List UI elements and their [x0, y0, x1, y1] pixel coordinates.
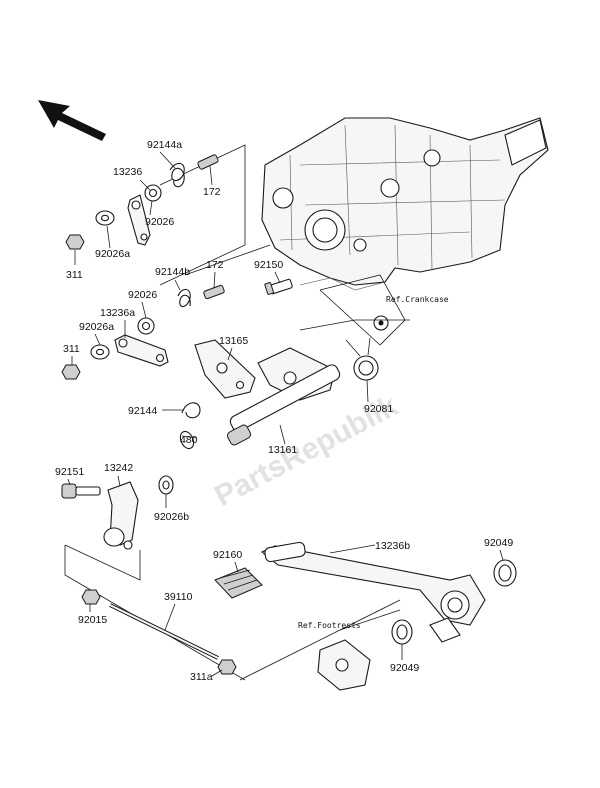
label-92026-top: 92026	[145, 216, 174, 228]
middle-assembly-line	[184, 244, 271, 276]
crankcase-reference	[261, 117, 549, 291]
crankcase-bolt-icon	[373, 315, 389, 331]
label-92081: 92081	[364, 403, 393, 415]
bolt-92150-icon	[264, 278, 293, 295]
washer-92026a-top-icon	[95, 210, 115, 226]
label-92026a-top: 92026a	[95, 248, 130, 260]
label-311-top: 311	[66, 269, 83, 281]
label-92049-top: 92049	[484, 537, 513, 549]
tie-rod-frame	[64, 544, 246, 681]
spring-92144a-icon	[169, 162, 185, 188]
seal-92049-top-icon	[493, 559, 517, 587]
label-92150: 92150	[254, 259, 283, 271]
spring-92144b-icon	[177, 288, 191, 308]
bolt-92151-icon	[61, 483, 101, 499]
ref-footrests-label: Ref.Footrests	[298, 621, 361, 630]
pin-172-top-icon	[197, 154, 219, 170]
seal-92049-bottom-icon	[391, 619, 413, 645]
nut-92015-icon	[81, 589, 101, 605]
label-172-top: 172	[203, 186, 221, 198]
label-leader-lines	[67, 151, 504, 677]
shift-shaft-13161-icon	[226, 347, 341, 446]
tie-rod-39110-icon	[109, 603, 219, 660]
nut-311-mid-icon	[61, 364, 81, 380]
label-92049-bottom: 92049	[390, 662, 419, 674]
washer-92026-mid-icon	[137, 317, 155, 335]
label-13236b: 13236b	[375, 540, 410, 552]
footrest-ref-line	[339, 609, 401, 631]
label-92026-mid: 92026	[128, 289, 157, 301]
label-172-mid: 172	[206, 259, 224, 271]
label-13242: 13242	[104, 462, 133, 474]
spring-92081-leader	[299, 319, 410, 331]
label-13236: 13236	[113, 166, 142, 178]
pin-172-mid-icon	[203, 284, 225, 300]
crankcase-ref-outline	[319, 274, 406, 346]
shift-arm-13236-icon	[127, 194, 151, 246]
shift-pedal-13236b-icon	[260, 541, 486, 626]
nut-311a-icon	[217, 659, 237, 675]
washer-92026a-mid-icon	[90, 344, 110, 360]
ref-crankcase-label: Ref.Crankcase	[386, 295, 449, 304]
label-92144b: 92144b	[155, 266, 190, 278]
label-311a: 311a	[190, 671, 213, 683]
shift-lever-13242-icon	[103, 481, 139, 550]
label-92144: 92144	[128, 405, 157, 417]
tie-rod-leader	[239, 599, 401, 681]
label-13161: 13161	[268, 444, 297, 456]
label-92026b: 92026b	[154, 511, 189, 523]
footrest-reference-icon	[317, 617, 461, 691]
label-13236a: 13236a	[100, 307, 135, 319]
label-13165: 13165	[219, 335, 248, 347]
label-92144a: 92144a	[147, 139, 182, 151]
label-92026a-mid: 92026a	[79, 321, 114, 333]
front-direction-arrow-icon	[38, 100, 106, 141]
label-311-mid: 311	[63, 343, 80, 355]
plate-13165-icon	[194, 339, 256, 399]
label-480: 480	[180, 434, 198, 446]
washer-92026b-icon	[158, 475, 174, 495]
spring-clip-92144-icon	[181, 402, 201, 419]
label-92151: 92151	[55, 466, 84, 478]
label-92015: 92015	[78, 614, 107, 626]
spring-92081-icon	[345, 337, 379, 381]
label-39110: 39110	[164, 591, 193, 603]
label-92160: 92160	[213, 549, 242, 561]
rubber-92160-icon	[214, 567, 263, 599]
shift-arm-13236a-icon	[114, 334, 169, 367]
nut-311-top-icon	[65, 234, 85, 250]
